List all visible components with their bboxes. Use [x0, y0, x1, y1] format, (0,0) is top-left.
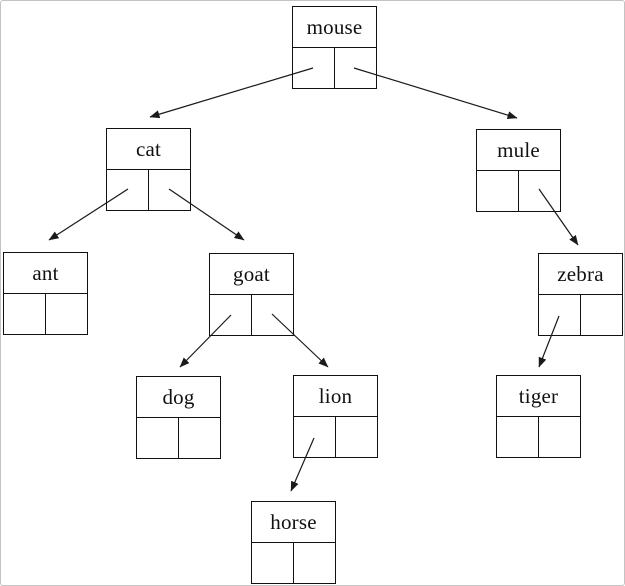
- left-pointer-cell: [107, 170, 148, 210]
- pointer-row: [4, 294, 87, 334]
- right-pointer-cell: [518, 171, 560, 211]
- tree-node-cat: cat: [106, 128, 191, 211]
- tree-node-ant: ant: [3, 252, 88, 335]
- pointer-row: [137, 418, 220, 458]
- node-label: cat: [107, 129, 190, 170]
- left-pointer-cell: [497, 417, 538, 457]
- right-pointer-cell: [251, 295, 293, 335]
- right-pointer-cell: [148, 170, 190, 210]
- pointer-row: [477, 171, 560, 211]
- left-pointer-cell: [293, 48, 334, 88]
- pointer-row: [252, 543, 335, 583]
- node-label: zebra: [539, 254, 622, 295]
- edge-mouse-right-mule: [353, 67, 518, 120]
- node-label: ant: [4, 253, 87, 294]
- node-label: dog: [137, 377, 220, 418]
- pointer-row: [497, 417, 580, 457]
- left-pointer-cell: [252, 543, 293, 583]
- right-pointer-cell: [334, 48, 376, 88]
- right-pointer-cell: [293, 543, 335, 583]
- left-pointer-cell: [4, 294, 45, 334]
- tree-node-tiger: tiger: [496, 375, 581, 458]
- tree-node-dog: dog: [136, 376, 221, 459]
- right-pointer-cell: [580, 295, 622, 335]
- tree-node-mule: mule: [476, 129, 561, 212]
- right-pointer-cell: [45, 294, 87, 334]
- node-label: horse: [252, 502, 335, 543]
- left-pointer-cell: [477, 171, 518, 211]
- pointer-row: [294, 417, 377, 457]
- pointer-row: [539, 295, 622, 335]
- pointer-row: [293, 48, 376, 88]
- tree-node-mouse: mouse: [292, 6, 377, 89]
- tree-node-goat: goat: [209, 253, 294, 336]
- left-pointer-cell: [294, 417, 335, 457]
- tree-node-horse: horse: [251, 501, 336, 584]
- right-pointer-cell: [335, 417, 377, 457]
- tree-node-zebra: zebra: [538, 253, 623, 336]
- pointer-row: [210, 295, 293, 335]
- tree-node-lion: lion: [293, 375, 378, 458]
- left-pointer-cell: [137, 418, 178, 458]
- left-pointer-cell: [539, 295, 580, 335]
- node-label: mouse: [293, 7, 376, 48]
- node-label: goat: [210, 254, 293, 295]
- right-pointer-cell: [178, 418, 220, 458]
- node-label: lion: [294, 376, 377, 417]
- pointer-row: [107, 170, 190, 210]
- left-pointer-cell: [210, 295, 251, 335]
- right-pointer-cell: [538, 417, 580, 457]
- edge-mouse-left-cat: [149, 67, 314, 119]
- node-label: mule: [477, 130, 560, 171]
- node-label: tiger: [497, 376, 580, 417]
